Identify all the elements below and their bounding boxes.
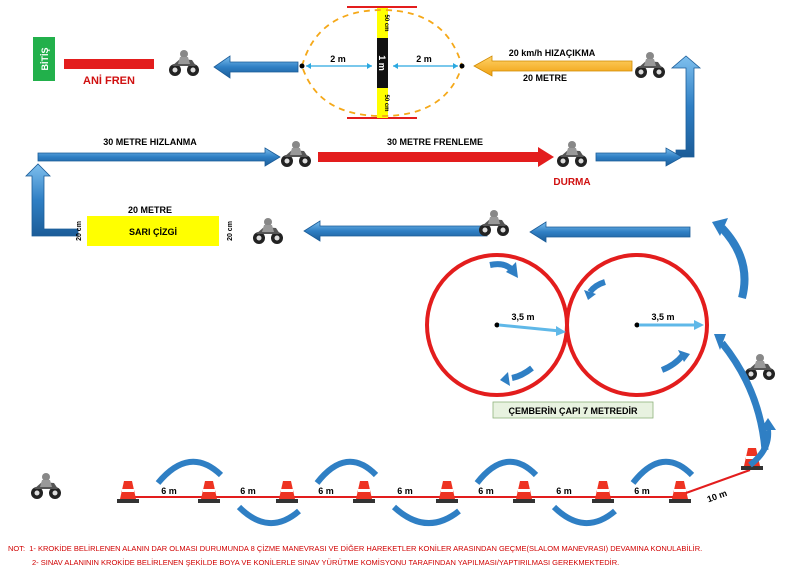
gate-point-right <box>459 63 465 69</box>
slalom-gap-label: 6 m <box>397 486 413 496</box>
circle-dir-arrow <box>660 353 686 373</box>
slalom-weave-arrow <box>314 458 379 485</box>
circle-dir-arrow <box>587 279 606 294</box>
circle-dir-arrow <box>489 261 515 273</box>
radius-left-line <box>498 323 561 333</box>
slalom-gap-label: 6 m <box>478 486 494 496</box>
arrow-from-circles <box>529 221 691 243</box>
stop-label: DURMA <box>553 177 590 188</box>
curved-arrow-to-circles <box>719 340 769 451</box>
slalom-entry-line <box>685 469 751 494</box>
motorcycle-icon <box>745 354 775 380</box>
circle-right-center <box>634 322 640 328</box>
sudden-brake-bar <box>64 59 154 69</box>
arrow-accel <box>37 147 281 167</box>
gap-right-label: 2 m <box>416 54 432 64</box>
traffic-cone-icon <box>436 481 458 503</box>
circle-caption-box <box>492 401 654 419</box>
note-line-1: NOT: 1- KROKİDE BELİRLENEN ALANIN DAR OL… <box>8 544 702 553</box>
circle-right <box>565 253 709 397</box>
exit-distance-label: 20 METRE <box>523 73 567 83</box>
slalom-weave-arrow <box>236 504 301 527</box>
arrow-to-corner <box>595 147 683 167</box>
arrow-to-brake <box>213 55 299 79</box>
traffic-cone-icon <box>117 481 139 503</box>
arrow-left-corner <box>25 163 79 237</box>
note-line-2: 2- SINAV ALANININ KROKİDE BELİRLENEN ŞEK… <box>32 558 619 567</box>
traffic-cone-icon <box>353 481 375 503</box>
radius-right-label: 3,5 m <box>651 312 674 322</box>
circle-caption: ÇEMBERİN ÇAPI 7 METREDİR <box>508 406 638 416</box>
curved-arrow-right <box>719 225 749 300</box>
motorcycle-icon <box>557 141 587 167</box>
yellow-line-width-right: 20 cm <box>227 221 234 241</box>
motorcycle-icon <box>281 141 311 167</box>
pole-bottom-label: 50 cm <box>383 94 389 111</box>
motorcycle-icon <box>253 218 283 244</box>
curved-arrow-slalom-exit <box>748 429 772 468</box>
accel-label: 30 METRE HIZLANMA <box>103 137 197 147</box>
motorcycle-icon <box>31 473 61 499</box>
yellow-line-length: 20 METRE <box>128 205 172 215</box>
note-text-1: 1- KROKİDE BELİRLENEN ALANIN DAR OLMASI … <box>29 544 703 553</box>
radius-left-label: 3,5 m <box>511 312 534 322</box>
finish-box <box>33 37 55 81</box>
arrow-to-bike-row3 <box>303 220 488 242</box>
traffic-cone-icon <box>276 481 298 503</box>
slalom-weave-arrow <box>155 458 224 485</box>
slalom-entry-label: 10 m <box>706 488 729 504</box>
yellow-line-width-left: 20 cm <box>76 221 83 241</box>
slalom-weave-arrow <box>474 458 539 485</box>
pole-center <box>377 38 388 88</box>
sudden-brake-label: ANİ FREN <box>83 74 135 87</box>
exit-speed-label: 20 km/h HIZAÇIKMA <box>509 48 596 58</box>
slalom-gap-label: 6 m <box>240 486 256 496</box>
slalom-gap-labels: 6 m 6 m 6 m 6 m 6 m 6 m 6 m <box>161 486 650 496</box>
finish-label: BİTİŞ <box>40 47 50 70</box>
slalom-weave-arrow <box>551 504 617 527</box>
traffic-cone-icon <box>198 481 220 503</box>
gap-left-label: 2 m <box>330 54 346 64</box>
pole-top-zone <box>377 8 388 38</box>
pole-top-label: 50 cm <box>383 14 389 31</box>
slalom-gap-label: 6 m <box>556 486 572 496</box>
braking-label: 30 METRE FRENLEME <box>387 137 483 147</box>
motorcycle-icon <box>479 210 509 236</box>
slalom-arcs <box>155 458 695 527</box>
gate-point-left <box>299 63 305 69</box>
pole-bottom-zone <box>377 88 388 118</box>
note-prefix: NOT: <box>8 544 26 553</box>
circle-left-center <box>494 322 500 328</box>
yellow-line <box>87 216 219 246</box>
slalom-gap-label: 6 m <box>318 486 334 496</box>
slalom-weave-arrow <box>630 458 695 485</box>
circle-dir-arrow <box>511 365 534 381</box>
arrow-up-right <box>670 55 702 158</box>
note-text-2: 2- SINAV ALANININ KROKİDE BELİRLENEN ŞEK… <box>32 558 620 567</box>
yellow-line-label: SARI ÇİZGİ <box>129 227 177 237</box>
traffic-cone-icon <box>513 481 535 503</box>
motorcycle-icon <box>169 50 199 76</box>
slalom-weave-arrow <box>391 504 461 527</box>
arrow-braking <box>318 147 554 167</box>
slalom-gap-label: 6 m <box>161 486 177 496</box>
exit-arrow <box>473 55 633 77</box>
pole-mid-label: 1 m <box>377 55 387 71</box>
traffic-cone-icon <box>592 481 614 503</box>
motorcycle-icon <box>635 52 665 78</box>
slalom-gap-label: 6 m <box>634 486 650 496</box>
